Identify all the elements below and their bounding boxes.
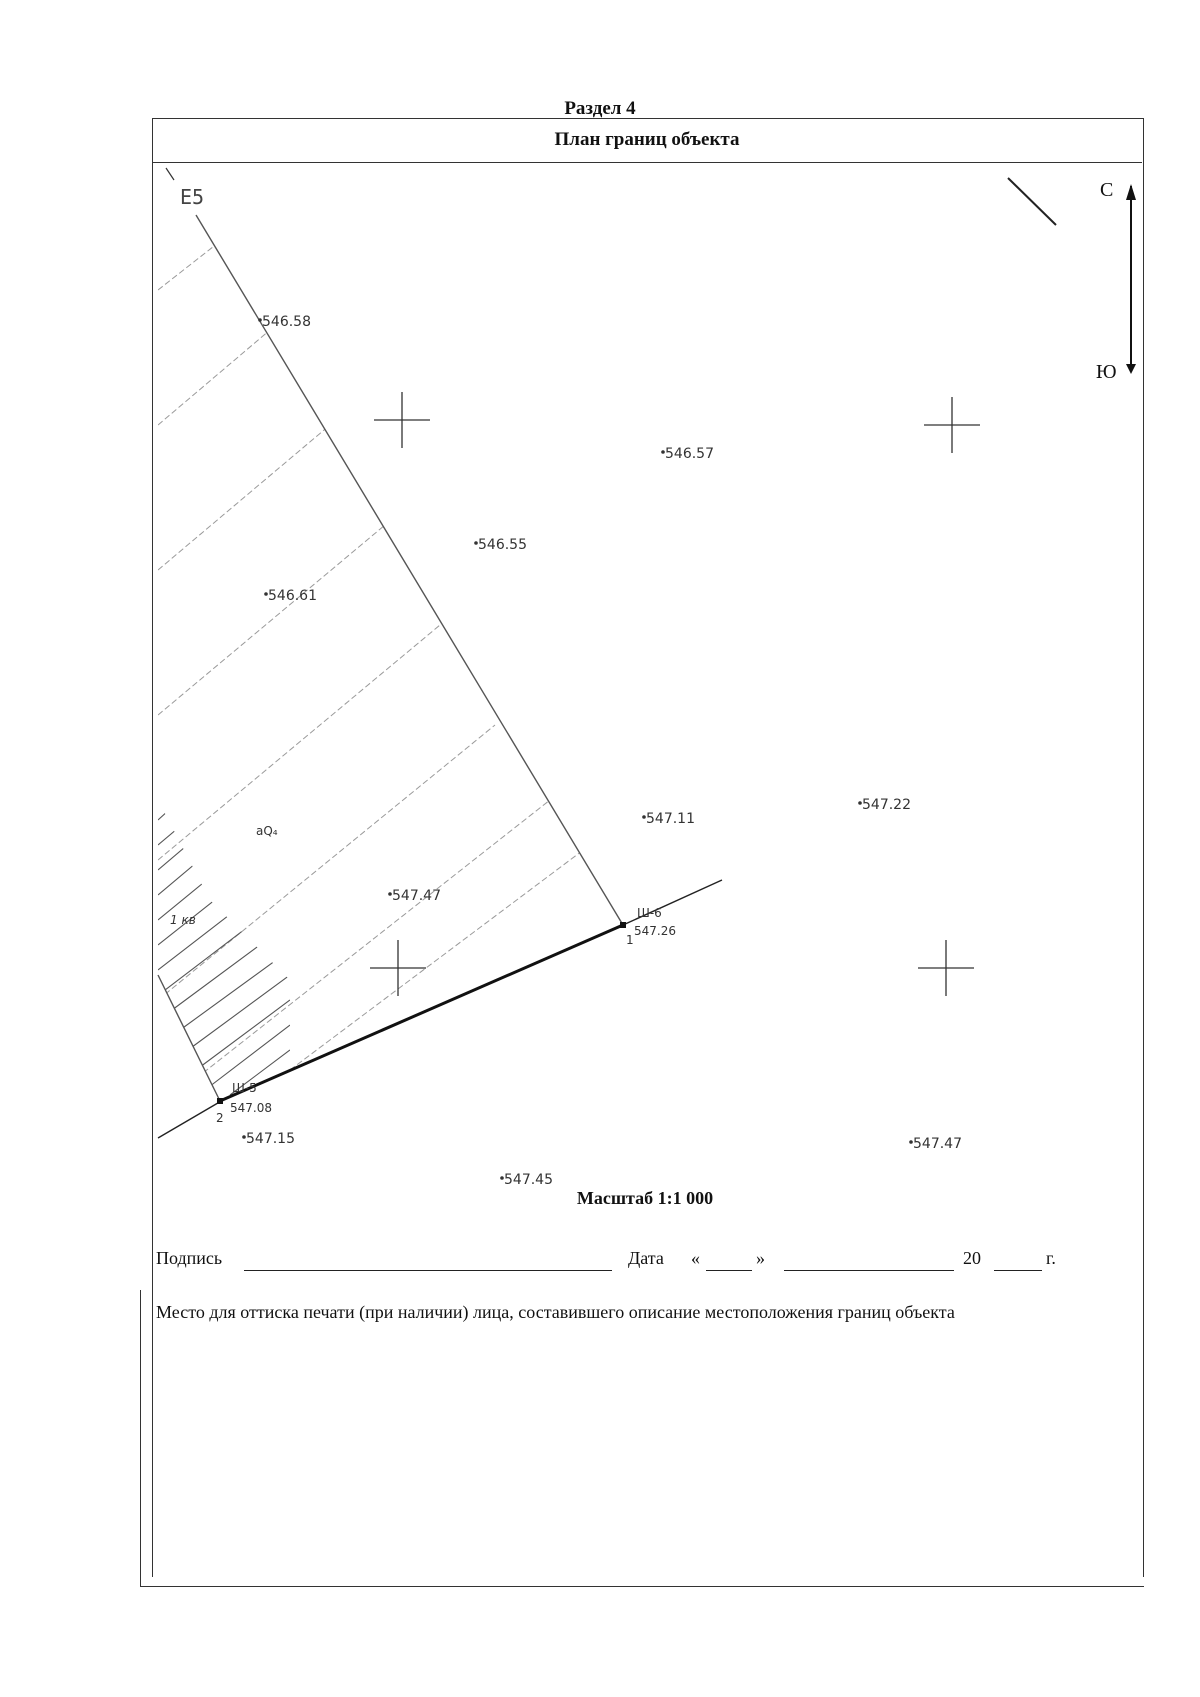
grid-crosses <box>370 392 980 996</box>
elevation-label: 547.47 <box>913 1136 962 1152</box>
boundary-line-west <box>157 974 221 1102</box>
boundary-extension-right <box>622 879 723 926</box>
south-label: Ю <box>1096 361 1117 383</box>
date-quote-close: » <box>756 1248 765 1268</box>
signature-row: Подпись Дата « » 20 г. <box>156 1248 1096 1274</box>
date-month-field[interactable] <box>784 1270 954 1271</box>
north-arrow-icon <box>1126 184 1136 374</box>
object-boundary-segment <box>219 923 624 1103</box>
frame-bottom-line <box>140 1586 1144 1587</box>
point-mark: Ш-5 <box>232 1081 257 1095</box>
zone-hatching <box>158 231 611 1096</box>
boundary-extension-left <box>157 1099 224 1139</box>
section-title: Раздел 4 <box>564 98 636 119</box>
elevation-label: 546.58 <box>262 314 311 330</box>
date-year-field[interactable] <box>994 1270 1042 1271</box>
signature-field[interactable] <box>244 1270 612 1271</box>
point-mark: Ш-6 <box>637 906 662 920</box>
plan-title-text: План границ объекта <box>554 129 740 150</box>
elevation-label: 547.22 <box>862 797 911 813</box>
year-suffix: г. <box>1046 1248 1056 1268</box>
elevation-label: 547.11 <box>646 811 695 827</box>
year-prefix: 20 <box>963 1248 981 1268</box>
signature-label: Подпись <box>156 1248 223 1268</box>
point-number: 2 <box>216 1111 224 1125</box>
boundary-point-2: Ш-5 547.08 2 <box>216 1081 272 1125</box>
north-label: С <box>1100 179 1113 201</box>
elevation-label: 546.55 <box>478 537 527 553</box>
point-elevation: 547.26 <box>634 924 676 938</box>
elevation-label: 547.15 <box>246 1131 295 1147</box>
date-day-field[interactable] <box>706 1270 752 1271</box>
boundary-point-1: Ш-6 547.26 1 <box>620 906 676 947</box>
stamp-place-text: Место для оттиска печати (при наличии) л… <box>156 1302 955 1322</box>
frame-left-extension <box>140 1290 141 1587</box>
zone-label-secondary: 1 кв <box>170 913 196 927</box>
corner-tick <box>165 167 175 181</box>
elevation-label: 546.61 <box>268 588 317 604</box>
plan-frame <box>152 118 1144 1577</box>
dense-hatching <box>158 800 290 1096</box>
boundary-line-northwest <box>195 214 624 926</box>
corner-diagonal <box>1007 177 1057 226</box>
elevation-label: 546.57 <box>665 446 714 462</box>
plan-title: План границ объекта <box>152 118 1142 163</box>
point-number: 1 <box>626 933 634 947</box>
elevation-label: 547.45 <box>504 1172 553 1188</box>
sheet-label: E5 <box>180 185 204 209</box>
elevation-labels: 546.58 546.57 546.55 546.61 547.11 547.2… <box>242 314 962 1188</box>
zone-label: aQ₄ <box>256 824 278 838</box>
point-elevation: 547.08 <box>230 1101 272 1115</box>
scale-label: Масштаб 1:1 000 <box>576 1188 714 1208</box>
date-label: Дата <box>628 1248 664 1268</box>
date-quote-open: « <box>691 1248 700 1268</box>
elevation-label: 547.47 <box>392 888 441 904</box>
